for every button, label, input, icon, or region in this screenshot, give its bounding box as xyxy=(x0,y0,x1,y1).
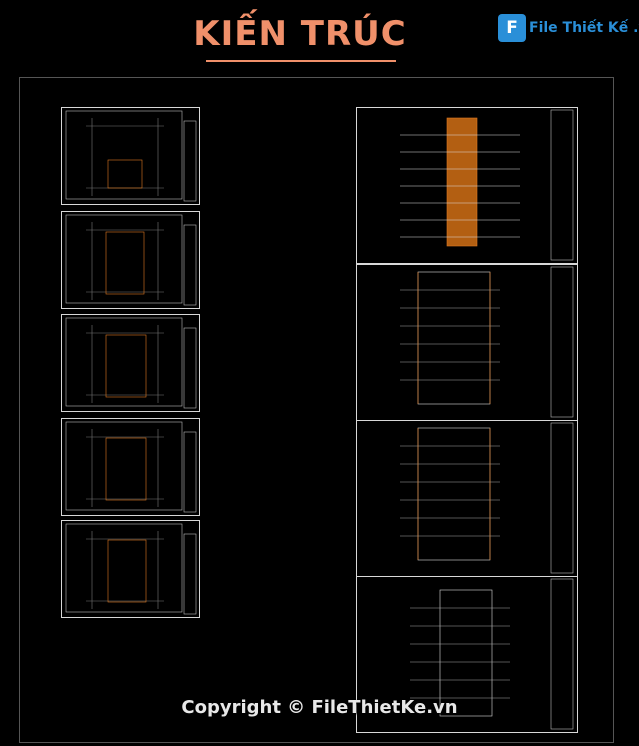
logo-text: File Thiết Kế .vn xyxy=(529,20,639,36)
floor-plan-1[interactable] xyxy=(61,107,200,205)
floor-plan-5[interactable] xyxy=(61,520,200,618)
site-logo[interactable]: F File Thiết Kế .vn xyxy=(498,14,639,42)
title-block-left xyxy=(183,120,197,615)
drawing-sheet-frame xyxy=(19,77,614,743)
floor-plan-2[interactable] xyxy=(61,211,200,309)
floor-plan-3[interactable] xyxy=(61,314,200,412)
section-3[interactable] xyxy=(356,576,578,733)
title-underline xyxy=(206,60,396,62)
copyright-watermark: Copyright © FileThietKe.vn xyxy=(181,697,458,718)
page-title: KIẾN TRÚC xyxy=(193,14,407,54)
floor-plan-4[interactable] xyxy=(61,418,200,516)
logo-badge-icon: F xyxy=(498,14,526,42)
title-block-right xyxy=(550,109,574,730)
